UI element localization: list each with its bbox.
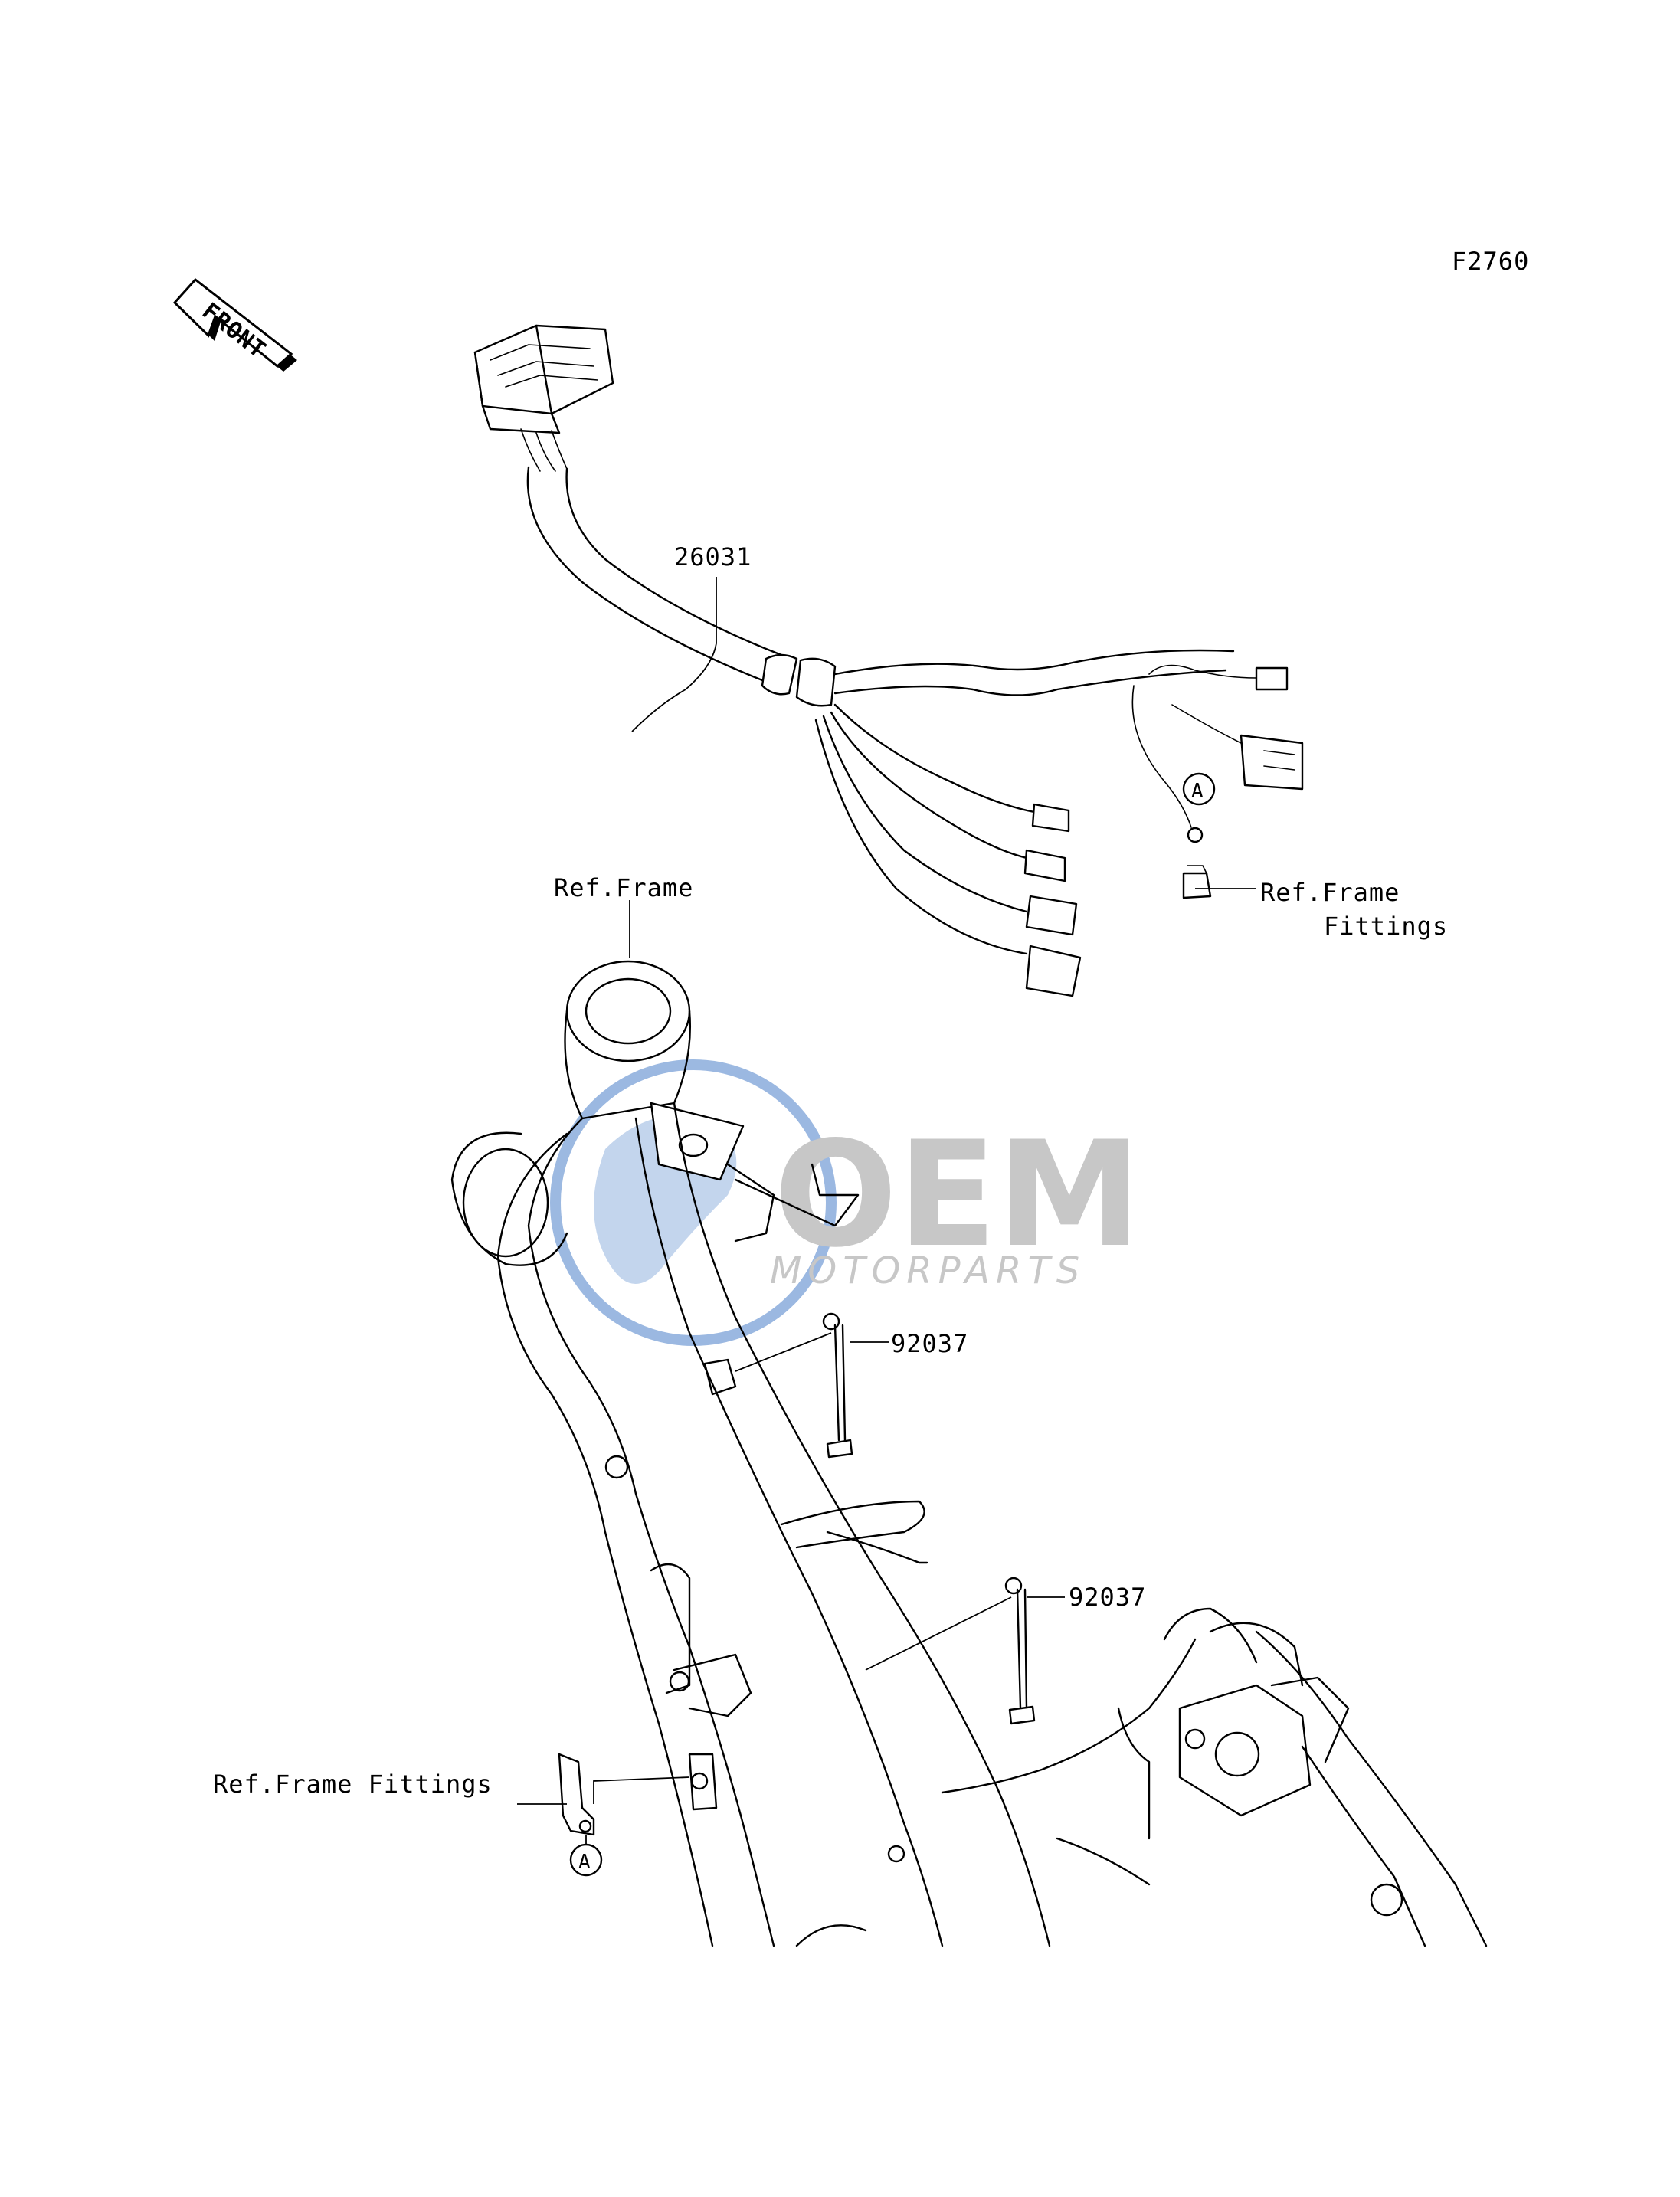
watermark-logo: OEM MOTORPARTS bbox=[550, 1059, 1141, 1346]
clamp-92037-upper bbox=[822, 1312, 853, 1459]
figure-code: F2760 bbox=[1452, 247, 1529, 276]
frame-fitting-bracket bbox=[558, 1753, 595, 1836]
ref-frame-label[interactable]: Ref.Frame bbox=[554, 873, 693, 902]
part-number-92037-lower[interactable]: 92037 bbox=[1069, 1583, 1146, 1612]
clamp-92037-lower bbox=[1004, 1577, 1036, 1725]
callout-a-upper: A bbox=[1182, 772, 1216, 806]
ref-frame-fittings-lower-label[interactable]: Ref.Frame Fittings bbox=[213, 1770, 493, 1799]
watermark-text: MOTORPARTS bbox=[770, 1249, 1086, 1292]
callout-a-upper-text: A bbox=[1191, 780, 1204, 803]
front-direction-arrow: FRONT bbox=[172, 277, 297, 372]
callout-a-lower: A bbox=[569, 1843, 603, 1877]
part-number-26031[interactable]: 26031 bbox=[674, 542, 752, 571]
part-number-92037-upper[interactable]: 92037 bbox=[891, 1329, 968, 1358]
ground-bolt bbox=[1182, 865, 1212, 899]
ref-frame-fittings-label-line2[interactable]: Fittings bbox=[1324, 912, 1448, 941]
wiring-harness bbox=[473, 324, 1304, 997]
ref-frame-fittings-label-line1[interactable]: Ref.Frame bbox=[1260, 878, 1400, 907]
callout-a-lower-text: A bbox=[578, 1851, 591, 1874]
leader-lines bbox=[517, 577, 1256, 1846]
frame bbox=[450, 960, 1488, 1947]
